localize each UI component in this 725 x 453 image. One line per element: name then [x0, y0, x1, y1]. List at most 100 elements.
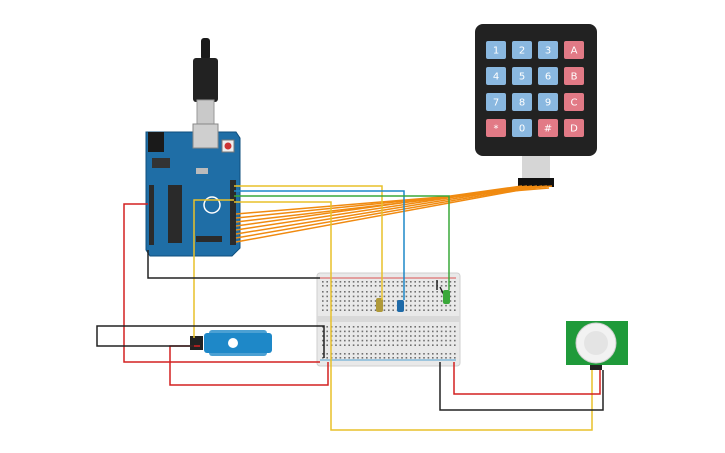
- keypad-key-face[interactable]: [512, 41, 532, 59]
- breadboard-hole: [374, 291, 377, 293]
- keypad-key-face[interactable]: [486, 41, 506, 59]
- breadboard-hole: [418, 326, 421, 328]
- breadboard-hole: [423, 335, 425, 337]
- breadboard-hole: [410, 281, 412, 283]
- keypad-key-face[interactable]: [564, 93, 584, 111]
- breadboard-hole: [454, 330, 456, 333]
- breadboard-hole: [396, 339, 399, 342]
- keypad-key[interactable]: 4: [486, 67, 506, 85]
- breadboard-hole: [414, 335, 416, 337]
- breadboard-hole: [454, 300, 456, 302]
- keypad-key-label: A: [571, 46, 578, 57]
- arduino-uno-board[interactable]: [145, 123, 241, 257]
- led-yellow[interactable]: [376, 298, 383, 312]
- breadboard-hole: [454, 357, 456, 359]
- breadboard-hole: [383, 344, 386, 346]
- breadboard-hole: [414, 291, 416, 293]
- breadboard[interactable]: [316, 272, 461, 367]
- keypad-key-face[interactable]: [486, 67, 506, 85]
- keypad-key[interactable]: 3: [538, 41, 558, 59]
- breadboard-hole: [361, 353, 364, 355]
- breadboard-hole: [449, 281, 452, 283]
- breadboard-hole: [423, 309, 425, 311]
- keypad-key-face[interactable]: [564, 119, 584, 137]
- keypad-key[interactable]: 1: [486, 41, 506, 59]
- keypad-key-face[interactable]: [564, 41, 584, 59]
- breadboard-hole: [392, 357, 394, 359]
- led-blue[interactable]: [397, 300, 404, 312]
- breadboard-hole: [414, 304, 416, 307]
- breadboard-hole: [383, 300, 386, 302]
- keypad-key-face[interactable]: [564, 67, 584, 85]
- pir-motion-sensor[interactable]: [566, 321, 628, 370]
- keypad-key[interactable]: 8: [512, 93, 532, 111]
- keypad-key-face[interactable]: [512, 93, 532, 111]
- led-green[interactable]: [439, 286, 450, 304]
- breadboard-hole: [344, 295, 346, 298]
- breadboard-hole: [423, 330, 425, 333]
- breadboard-hole: [414, 281, 416, 283]
- breadboard-hole: [357, 309, 359, 311]
- breadboard-hole: [440, 285, 443, 287]
- usb-cable: [193, 38, 218, 131]
- keypad-key-face[interactable]: [538, 119, 558, 137]
- breadboard-hole: [427, 357, 430, 359]
- breadboard-hole: [432, 281, 434, 283]
- keypad-key[interactable]: 7: [486, 93, 506, 111]
- breadboard-hole: [361, 309, 364, 311]
- breadboard-hole: [383, 285, 386, 287]
- keypad-key[interactable]: D: [564, 119, 584, 137]
- breadboard-hole: [388, 285, 390, 287]
- breadboard-hole: [405, 304, 408, 307]
- keypad-key-face[interactable]: [512, 119, 532, 137]
- keypad-key-label: 4: [493, 72, 499, 83]
- keypad-key[interactable]: C: [564, 93, 584, 111]
- breadboard-hole: [352, 335, 355, 337]
- keypad-key-face[interactable]: [486, 93, 506, 111]
- keypad-key[interactable]: 9: [538, 93, 558, 111]
- breadboard-hole: [366, 291, 368, 293]
- breadboard-hole: [361, 339, 364, 342]
- breadboard-hole: [366, 326, 368, 328]
- servo-motor[interactable]: [190, 330, 272, 356]
- breadboard-hole: [352, 357, 355, 359]
- breadboard-hole: [352, 300, 355, 302]
- keypad-key[interactable]: 5: [512, 67, 532, 85]
- keypad-key-label: B: [571, 72, 578, 83]
- breadboard-hole: [440, 309, 443, 311]
- breadboard-hole: [374, 309, 377, 311]
- breadboard-hole: [335, 285, 337, 287]
- keypad-key-face[interactable]: [486, 119, 506, 137]
- breadboard-hole: [401, 344, 403, 346]
- breadboard-hole: [348, 339, 350, 342]
- breadboard-hole: [344, 330, 346, 333]
- keypad-key-face[interactable]: [512, 67, 532, 85]
- breadboard-hole: [396, 344, 399, 346]
- breadboard-hole: [335, 281, 337, 283]
- keypad-key-label: 0: [519, 124, 525, 135]
- keypad-key-face[interactable]: [538, 67, 558, 85]
- keypad-key[interactable]: 2: [512, 41, 532, 59]
- keypad-key-face[interactable]: [538, 93, 558, 111]
- keypad-key[interactable]: 6: [538, 67, 558, 85]
- breadboard-hole: [410, 353, 412, 355]
- keypad-key[interactable]: A: [564, 41, 584, 59]
- keypad-key-label: *: [494, 124, 499, 135]
- breadboard-hole: [392, 339, 394, 342]
- keypad-key[interactable]: 0: [512, 119, 532, 137]
- keypad-key[interactable]: B: [564, 67, 584, 85]
- breadboard-hole: [339, 300, 342, 302]
- breadboard-hole: [405, 353, 408, 355]
- breadboard-hole: [423, 326, 425, 328]
- breadboard-hole: [383, 326, 386, 328]
- breadboard-hole: [436, 304, 438, 307]
- breadboard-hole: [392, 344, 394, 346]
- keypad-key[interactable]: #: [538, 119, 558, 137]
- keypad-key-face[interactable]: [538, 41, 558, 59]
- breadboard-hole: [414, 339, 416, 342]
- keypad-key[interactable]: *: [486, 119, 506, 137]
- breadboard-hole: [432, 309, 434, 311]
- breadboard-hole: [392, 291, 394, 293]
